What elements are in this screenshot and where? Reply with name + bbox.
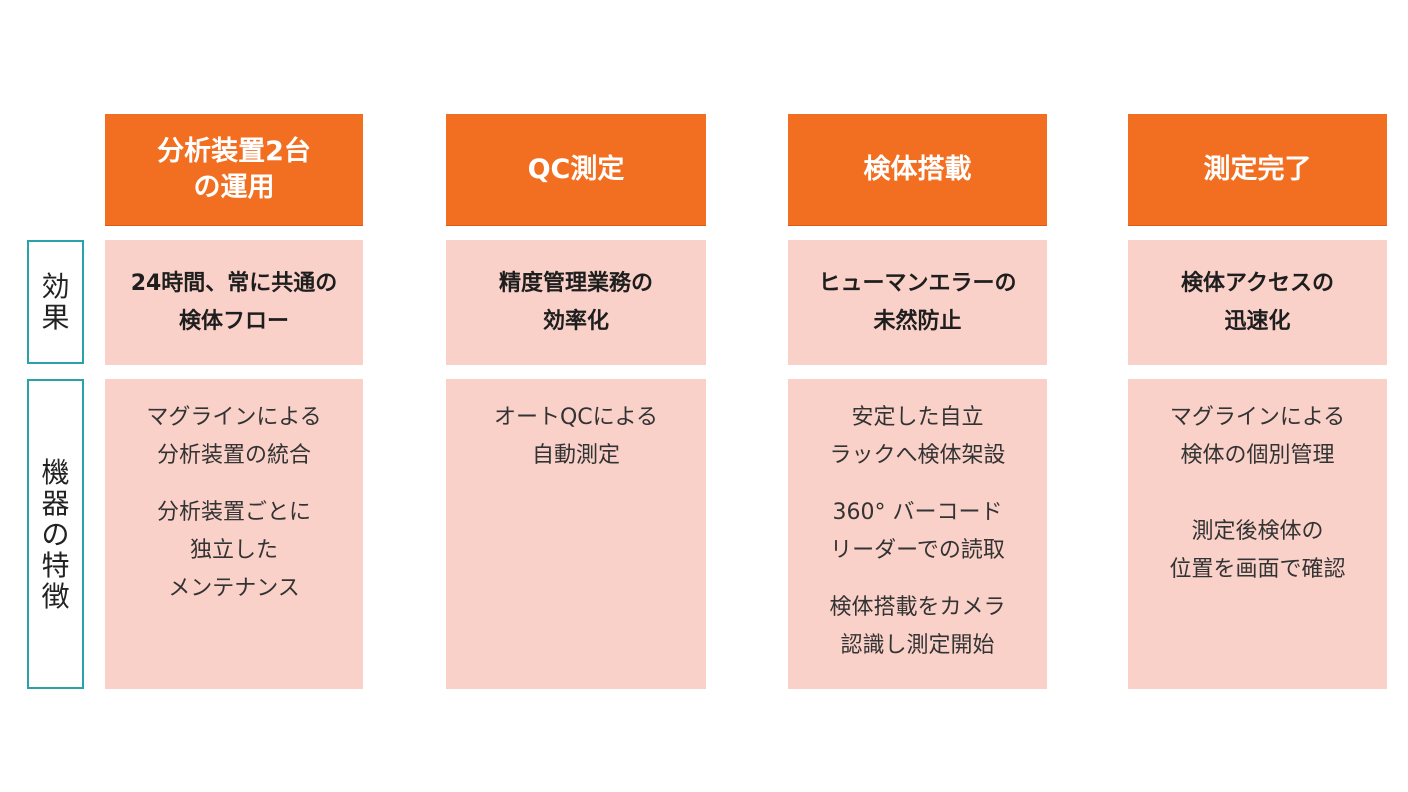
row-label-features-text: 機器の特徴 [41,455,70,613]
feature-item: オートQCによる 自動測定 [493,405,659,468]
effect-cell: 精度管理業務の 効率化 [446,240,706,365]
column-header-sample-loading: 検体搭載 [788,114,1047,225]
features-cell: マグラインによる 分析装置の統合 分析装置ごとに 独立した メンテナンス [105,379,363,689]
column-header-measurement-complete: 測定完了 [1128,114,1387,225]
features-cell: マグラインによる 検体の個別管理 測定後検体の 位置を画面で確認 [1128,379,1387,689]
effect-cell: ヒューマンエラーの 未然防止 [788,240,1047,365]
column-header-two-analyzers: 分析装置2台 の運用 [105,114,363,225]
effect-text: 検体アクセスの 迅速化 [1181,270,1334,334]
column-header-qc: QC測定 [446,114,706,225]
features-cell: 安定した自立 ラックへ検体架設 360° バーコード リーダーでの読取 検体搭載… [788,379,1047,689]
feature-item: 360° バーコード リーダーでの読取 [830,500,1005,563]
effect-text: 精度管理業務の 効率化 [498,270,653,334]
header-text: QC測定 [527,153,625,185]
feature-item: 検体搭載をカメラ 認識し測定開始 [829,595,1006,658]
effect-text: 24時間、常に共通の 検体フロー [130,270,338,334]
effect-text: ヒューマンエラーの 未然防止 [818,270,1017,334]
feature-item: マグラインによる 分析装置の統合 [146,405,322,468]
feature-item: 安定した自立 ラックへ検体架設 [829,405,1006,468]
header-text: 測定完了 [1203,153,1312,185]
row-label-effect: 効果 [27,240,84,364]
header-text: 検体搭載 [863,153,972,185]
feature-item: 分析装置ごとに 独立した メンテナンス [156,500,311,601]
feature-item: マグラインによる 検体の個別管理 [1169,405,1346,468]
row-label-effect-text: 効果 [41,270,70,334]
header-text: 分析装置2台 の運用 [157,135,311,203]
feature-item: 測定後検体の 位置を画面で確認 [1169,519,1346,582]
effect-cell: 検体アクセスの 迅速化 [1128,240,1387,365]
row-label-features: 機器の特徴 [27,379,84,689]
effect-cell: 24時間、常に共通の 検体フロー [105,240,363,365]
features-cell: オートQCによる 自動測定 [446,379,706,689]
